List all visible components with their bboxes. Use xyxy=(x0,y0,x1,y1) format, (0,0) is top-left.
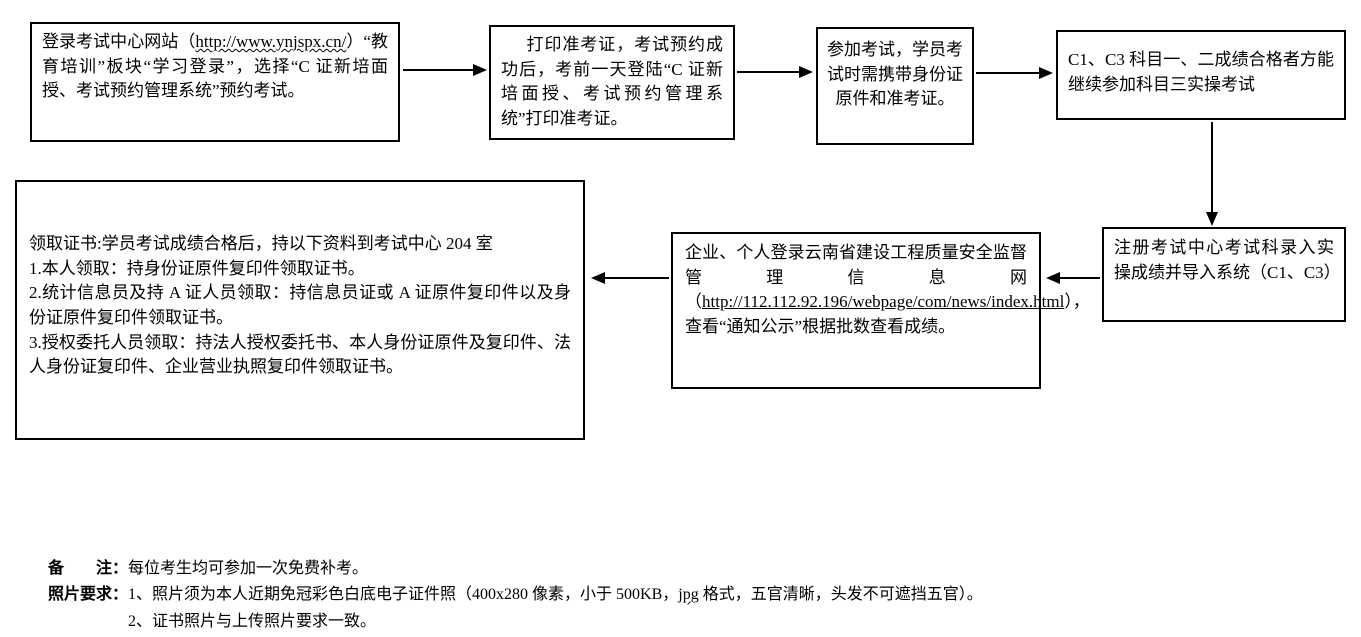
remark-text: 每位考生均可参加一次免费补考。 xyxy=(128,560,369,577)
photo-item1-post: 格式，五官清晰，头发不可遮挡五官）。 xyxy=(698,586,983,604)
remark-label: 备 注： xyxy=(48,560,129,577)
flow-step-take-exam-text: 参加考试，学员考试时需携带身份证原件和准考证。 xyxy=(827,40,963,109)
results-website-url-link[interactable]: http://112.112.92.196/webpage/com/news/i… xyxy=(702,292,1065,312)
step6-text-pre: 企业、个人登录云南省建设工程质量安全监督管理信息网（ xyxy=(685,243,1027,312)
flow-step-login-text: 登录考试中心网站（http://www.ynjspx.cn/）“教育培训”板块“… xyxy=(42,30,388,104)
step1-text-pre: 登录考试中心网站（ xyxy=(42,32,196,51)
photo-item1-jpg: jpg xyxy=(678,586,699,604)
arrow-step4-to-step5 xyxy=(1206,122,1218,226)
photo-requirements-row-1: 照片要求：1、照片须为本人近期免冠彩色白底电子证件照（400x280 像素，小于… xyxy=(48,582,983,608)
arrow-step1-to-step2 xyxy=(403,64,487,76)
photo-item2-text: 2、证书照片与上传照片要求一致。 xyxy=(128,612,377,630)
flow-step-take-exam-box: 参加考试，学员考试时需携带身份证原件和准考证。 xyxy=(816,27,974,145)
flow-step-collect-certificate-box: 领取证书:学员考试成绩合格后，持以下资料到考试中心 204 室 1.本人领取：持… xyxy=(15,180,585,440)
flow-step-register-scores-text: 注册考试中心考试科录入实操成绩并导入系统（C1、C3） xyxy=(1114,238,1341,282)
arrow-step5-to-step6 xyxy=(1046,272,1100,284)
flow-step-login-box: 登录考试中心网站（http://www.ynjspx.cn/）“教育培训”板块“… xyxy=(30,22,400,142)
photo-item1-pre: 1、照片须为本人近期免冠彩色白底电子证件照（400x280 像素，小于 500K… xyxy=(128,586,679,604)
collect-certificate-title: 领取证书:学员考试成绩合格后，持以下资料到考试中心 204 室 xyxy=(29,234,493,253)
step1-text-post: ）“教育培训”板块“学习登录”，选择“C 证新培面授、考试预约管理系统”预约考试… xyxy=(42,32,388,101)
flow-step-check-results-box: 企业、个人登录云南省建设工程质量安全监督管理信息网（http://112.112… xyxy=(671,232,1090,389)
flow-step-print-ticket-box: 打印准考证，考试预约成功后，考前一天登陆“C 证新培面授、考试预约管理系统”打印… xyxy=(489,25,735,140)
collect-certificate-item-3: 3.授权委托人员领取：持法人授权委托书、本人身份证原件及复印件、法人身份证复印件… xyxy=(29,332,571,377)
collect-certificate-item-1: 1.本人领取：持身份证原件复印件领取证书。 xyxy=(29,258,365,278)
step6-text-post: ），查看“通知公示”根据批数查看成绩。 xyxy=(685,292,1090,336)
flow-step-print-ticket-text: 打印准考证，考试预约成功后，考前一天登陆“C 证新培面授、考试预约管理系统”打印… xyxy=(501,35,723,128)
arrow-step3-to-step4 xyxy=(976,67,1053,79)
flow-step-pass-subjects-text: C1、C3 科目一、二成绩合格者方能继续参加科目三实操考试 xyxy=(1068,50,1334,94)
remark-row: 备 注：每位考生均可参加一次免费补考。 xyxy=(48,556,983,582)
footnotes: 备 注：每位考生均可参加一次免费补考。 照片要求：1、照片须为本人近期免冠彩色白… xyxy=(48,556,983,635)
flow-step-check-results-text: 企业、个人登录云南省建设工程质量安全监督管理信息网（http://112.112… xyxy=(685,241,1090,340)
photo-requirements-label: 照片要求： xyxy=(48,586,129,604)
arrow-step6-to-step7 xyxy=(591,272,669,284)
photo-requirements-row-2: 2、证书照片与上传照片要求一致。 xyxy=(128,609,983,635)
arrow-step2-to-step3 xyxy=(737,66,813,78)
collect-certificate-item-2: 2.统计信息员及持 A 证人员领取：持信息员证或 A 证原件复印件以及身份证原件… xyxy=(29,283,571,327)
exam-center-url-link[interactable]: http://www.ynjspx.cn/ xyxy=(195,32,347,51)
flow-step-pass-subjects-box: C1、C3 科目一、二成绩合格者方能继续参加科目三实操考试 xyxy=(1056,30,1346,120)
flow-step-register-scores-box: 注册考试中心考试科录入实操成绩并导入系统（C1、C3） xyxy=(1102,227,1346,322)
